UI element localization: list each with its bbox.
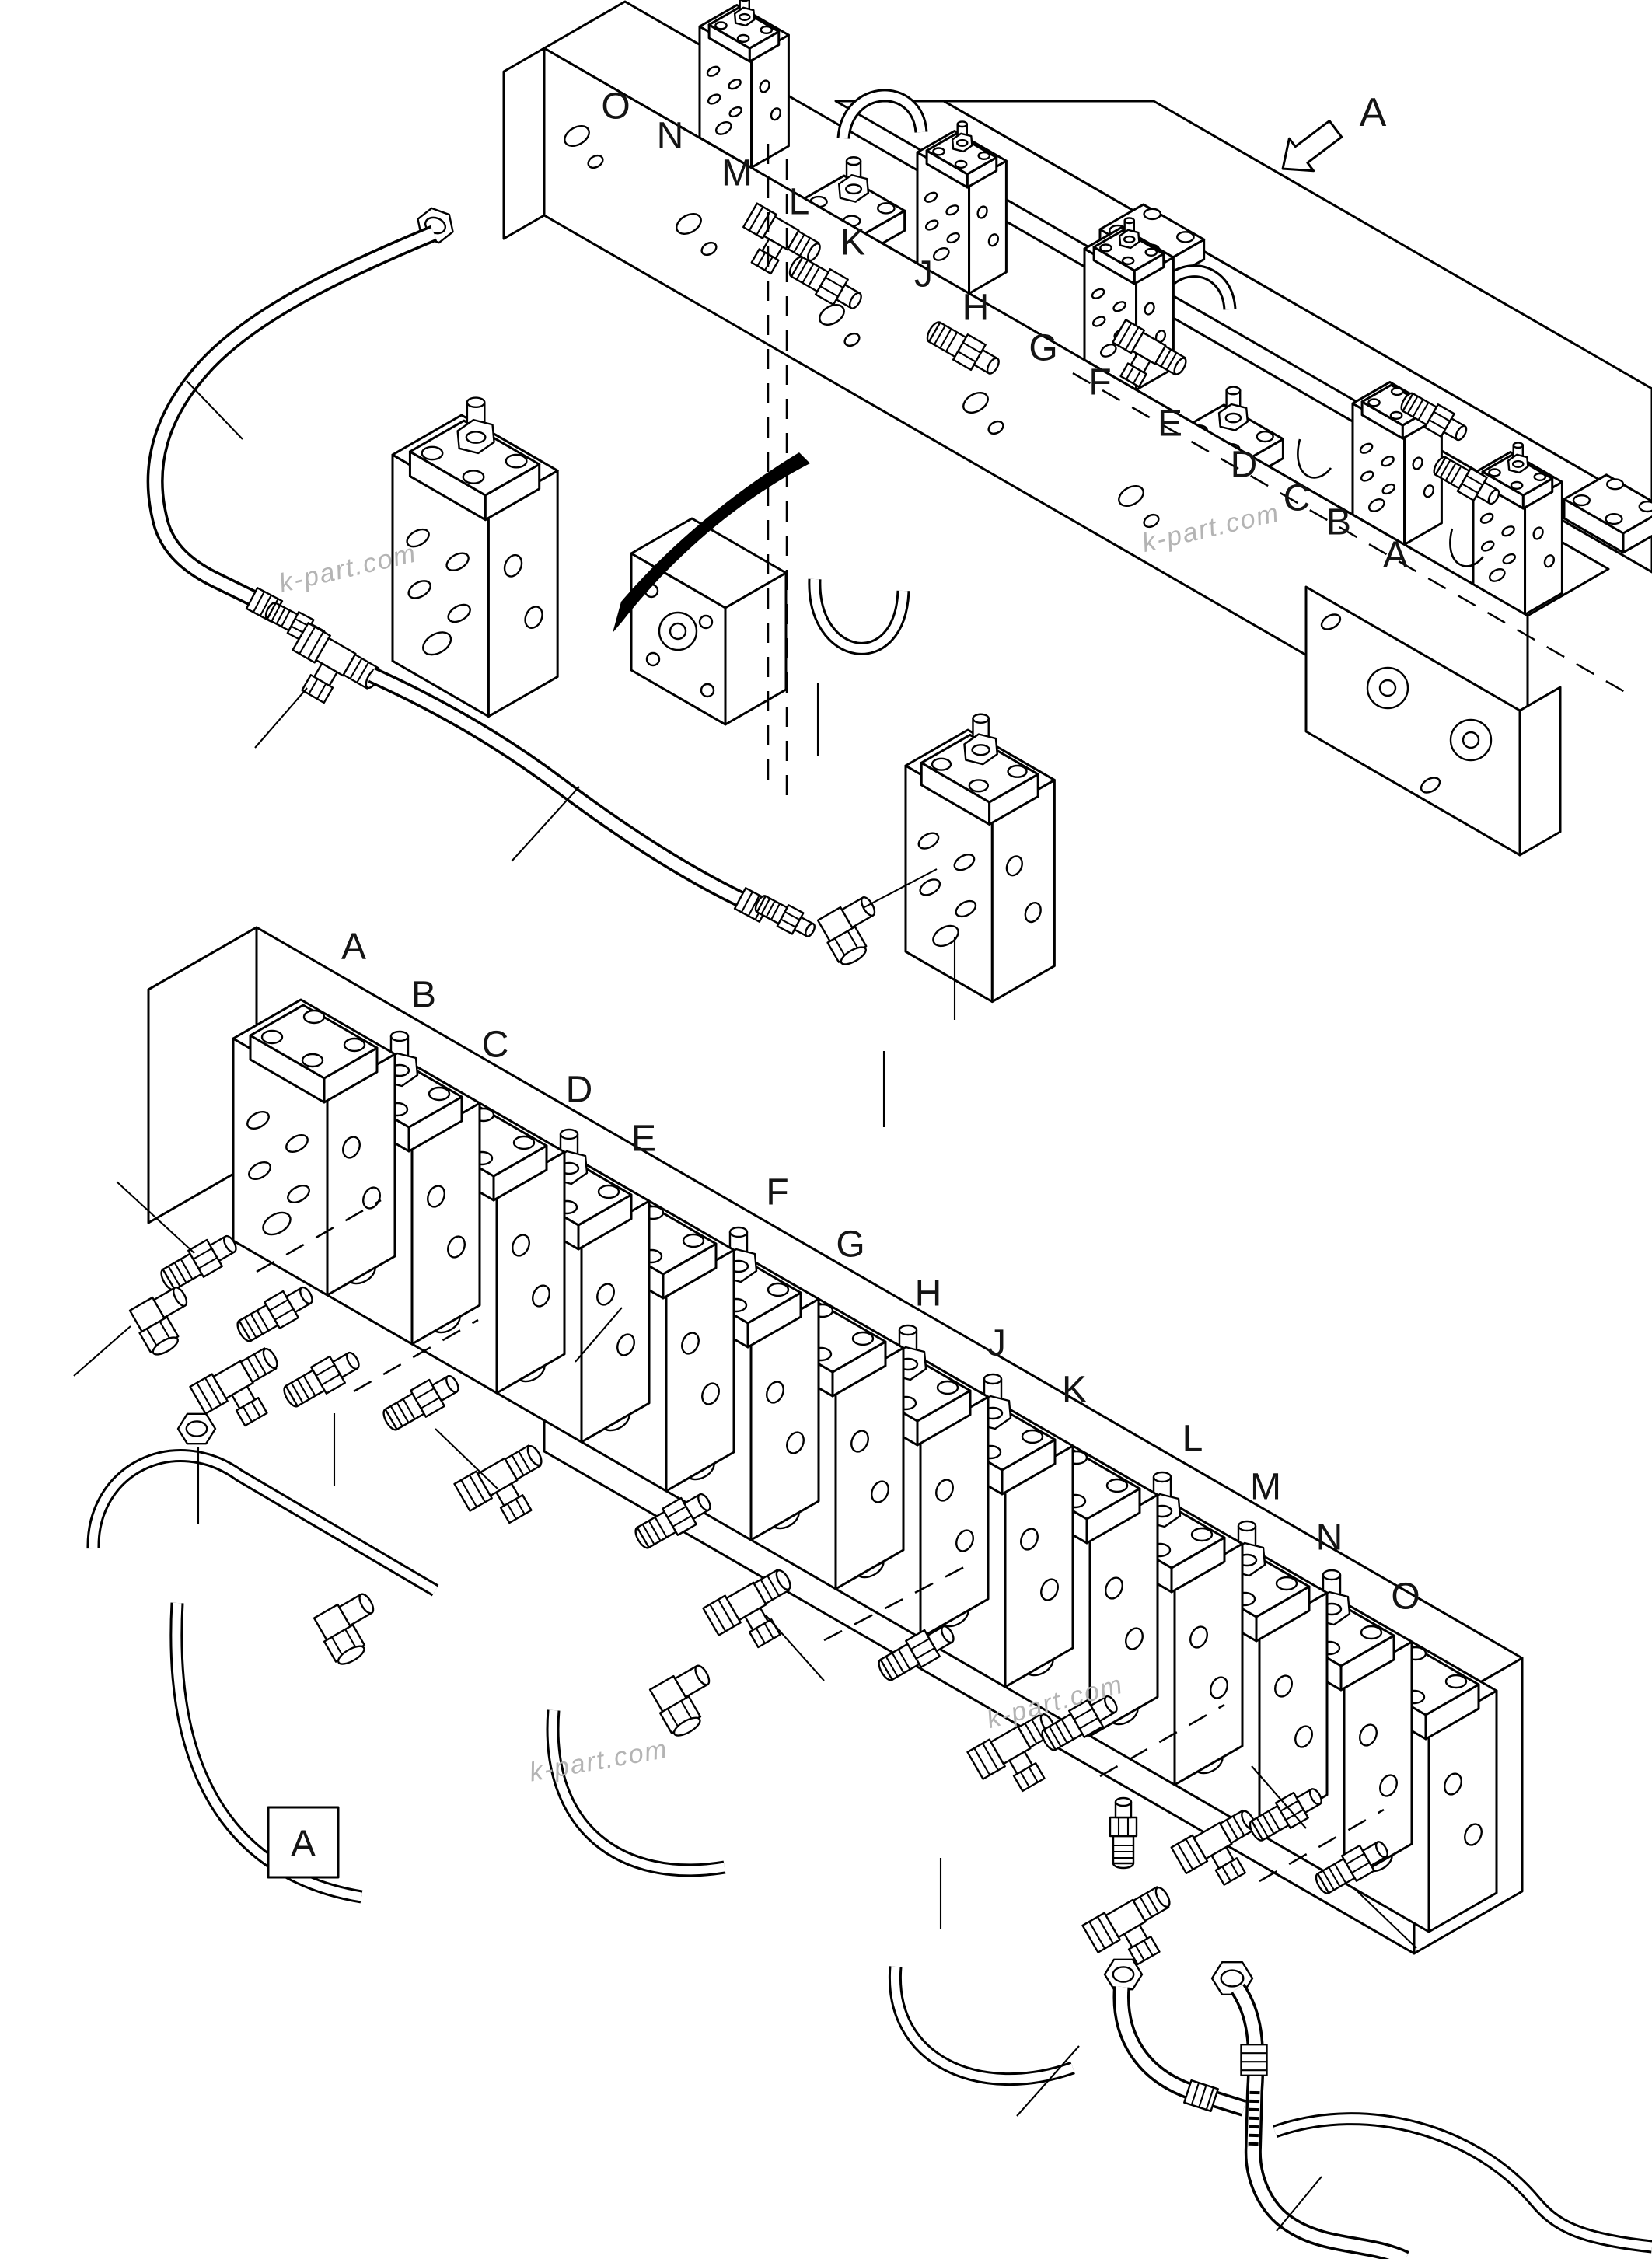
top-rail-end-face <box>502 47 546 240</box>
bottom-leader-lines <box>73 1181 1417 2117</box>
detail-reference-box: A <box>267 1806 340 1879</box>
bent-tubes <box>86 1449 1075 2086</box>
position-label: M <box>1250 1467 1281 1508</box>
bottom-right-hoses <box>1081 1796 1652 2259</box>
position-label: C <box>482 1025 509 1066</box>
position-label: B <box>411 975 436 1016</box>
rail-ports <box>564 125 1160 529</box>
arrow-outline-icon <box>1281 120 1343 173</box>
position-label: B <box>1326 502 1351 543</box>
position-label: D <box>566 1070 593 1111</box>
position-label: H <box>962 288 990 329</box>
view-direction-arrow: A <box>1281 90 1387 173</box>
bottom-view-labels: A B C D E F G H J K L M N O <box>341 927 1420 1618</box>
top-right-lower-block <box>1304 585 1562 857</box>
position-label: O <box>1391 1576 1420 1618</box>
position-label: N <box>657 116 684 157</box>
top-view-labels: O N M L K J H G F E D C B A <box>601 86 1408 576</box>
position-label: E <box>631 1119 656 1160</box>
top-assembly-view: O N M L K J H G F E D C B A <box>502 0 1652 857</box>
detail-box-frame <box>267 1806 340 1879</box>
position-label: E <box>1158 403 1182 445</box>
hose-upper-left <box>146 204 459 651</box>
position-label: A <box>1383 535 1408 576</box>
view-arrow-label: A <box>1360 90 1387 135</box>
position-label: A <box>341 927 366 968</box>
shutoff-valve-block <box>906 714 1054 1002</box>
hose-lower-middle <box>368 666 820 944</box>
position-label: D <box>1231 445 1258 486</box>
position-label: J <box>914 254 933 295</box>
position-label: H <box>915 1273 942 1315</box>
detail-box-label: A <box>291 1824 316 1865</box>
position-label: G <box>1029 328 1057 369</box>
position-label: C <box>1284 478 1311 519</box>
position-label: K <box>1062 1370 1087 1411</box>
position-label: L <box>1182 1419 1203 1460</box>
middle-exploded-parts <box>146 204 1055 1127</box>
valve-block-A <box>233 1000 395 1295</box>
top-back-rail-face <box>942 100 1652 512</box>
top-motor-block <box>630 517 788 726</box>
position-label: O <box>601 86 630 127</box>
leader-lines <box>186 380 956 1127</box>
bottom-assembly-view: A B C D E F G H J K L M N O <box>73 926 1652 2259</box>
position-label: F <box>1088 362 1111 403</box>
swoosh-arrow <box>613 452 810 633</box>
bottom-dashed-axes <box>256 1199 1385 1883</box>
valve-block <box>700 0 788 168</box>
tee-fitting <box>276 621 386 722</box>
axis-dashed-line <box>1072 372 1626 693</box>
position-label: L <box>789 182 810 223</box>
elbow-fitting <box>814 892 894 970</box>
position-label: F <box>766 1172 788 1213</box>
shutoff-valve-block <box>393 398 557 717</box>
position-label: N <box>1316 1517 1343 1559</box>
position-label: J <box>987 1323 1006 1364</box>
position-label: K <box>840 222 865 264</box>
position-label: M <box>721 153 753 194</box>
position-label: G <box>836 1224 864 1266</box>
